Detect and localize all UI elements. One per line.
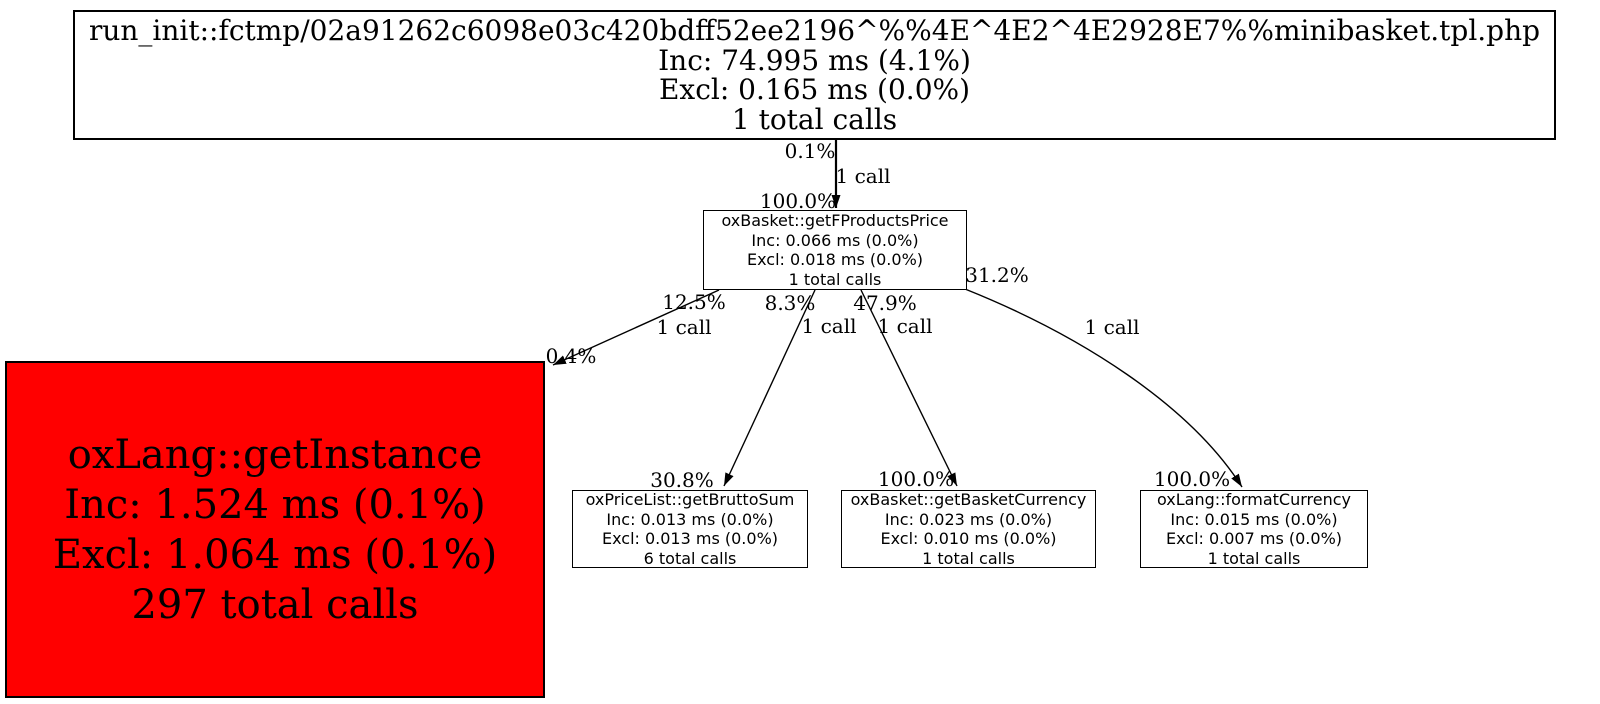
edge-getfproductsprice-to-getbruttosum	[723, 289, 816, 487]
node-excl: Excl: 0.013 ms (0.0%)	[601, 529, 779, 548]
node-getinstance-hot: oxLang::getInstance Inc: 1.524 ms (0.1%)…	[5, 361, 545, 698]
node-calls: 6 total calls	[643, 548, 737, 568]
node-title: oxLang::getInstance	[67, 431, 483, 478]
edge-head-percent-label: 100.0%	[1153, 467, 1231, 491]
edge-getfproductsprice-to-getinstance	[552, 289, 720, 366]
node-getbasketcurrency: oxBasket::getBasketCurrency Inc: 0.023 m…	[841, 490, 1096, 568]
edge-head-percent-label: 0.4%	[545, 344, 597, 368]
edge-tail-percent-label: 47.9%	[853, 291, 917, 315]
node-formatcurrency: oxLang::formatCurrency Inc: 0.015 ms (0.…	[1140, 490, 1368, 568]
node-inc: Inc: 1.524 ms (0.1%)	[64, 481, 486, 528]
node-excl: Excl: 0.018 ms (0.0%)	[746, 250, 924, 269]
edge-call-count-label: 1 call	[835, 164, 891, 188]
edge-getfproductsprice-to-formatcurrency	[964, 288, 1243, 488]
node-excl: Excl: 0.165 ms (0.0%)	[658, 73, 971, 106]
edge-call-count-label: 1 call	[801, 314, 857, 338]
node-inc: Inc: 0.015 ms (0.0%)	[1170, 509, 1338, 529]
node-calls: 1 total calls	[731, 102, 898, 136]
node-title: oxLang::formatCurrency	[1156, 490, 1352, 509]
node-inc: Inc: 0.013 ms (0.0%)	[606, 509, 774, 529]
node-title: oxBasket::getFProductsPrice	[721, 211, 949, 230]
node-calls: 297 total calls	[131, 581, 419, 628]
edge-call-count-label: 1 call	[1084, 315, 1140, 339]
edge-tail-percent-label: 31.2%	[965, 263, 1029, 287]
node-calls: 1 total calls	[788, 269, 882, 289]
node-run-init: run_init::fctmp/02a91262c6098e03c420bdff…	[73, 10, 1556, 140]
node-inc: Inc: 0.066 ms (0.0%)	[751, 230, 919, 250]
node-inc: Inc: 74.995 ms (4.1%)	[658, 43, 971, 77]
node-getfproductsprice: oxBasket::getFProductsPrice Inc: 0.066 m…	[703, 210, 967, 290]
node-getbruttosum: oxPriceList::getBruttoSum Inc: 0.013 ms …	[572, 490, 808, 568]
edge-call-count-label: 1 call	[656, 315, 712, 339]
edge-head-percent-label: 100.0%	[877, 467, 955, 491]
node-excl: Excl: 0.007 ms (0.0%)	[1165, 529, 1343, 548]
node-excl: Excl: 1.064 ms (0.1%)	[52, 531, 498, 578]
node-excl: Excl: 0.010 ms (0.0%)	[880, 529, 1057, 548]
node-calls: 1 total calls	[1207, 548, 1301, 568]
node-inc: Inc: 0.023 ms (0.0%)	[884, 509, 1053, 529]
node-title: oxBasket::getBasketCurrency	[850, 490, 1087, 509]
edge-getfproductsprice-to-getbasketcurrency	[860, 289, 958, 487]
edge-tail-percent-label: 8.3%	[764, 291, 816, 315]
edge-head-percent-label: 30.8%	[650, 468, 714, 492]
edge-head-percent-label: 100.0%	[759, 189, 837, 213]
edge-tail-percent-label: 12.5%	[662, 290, 726, 314]
node-calls: 1 total calls	[922, 548, 1015, 568]
node-title: oxPriceList::getBruttoSum	[585, 490, 795, 509]
edge-call-count-label: 1 call	[877, 314, 933, 338]
node-title: run_init::fctmp/02a91262c6098e03c420bdff…	[88, 14, 1541, 47]
edge-tail-percent-label: 0.1%	[784, 139, 836, 163]
